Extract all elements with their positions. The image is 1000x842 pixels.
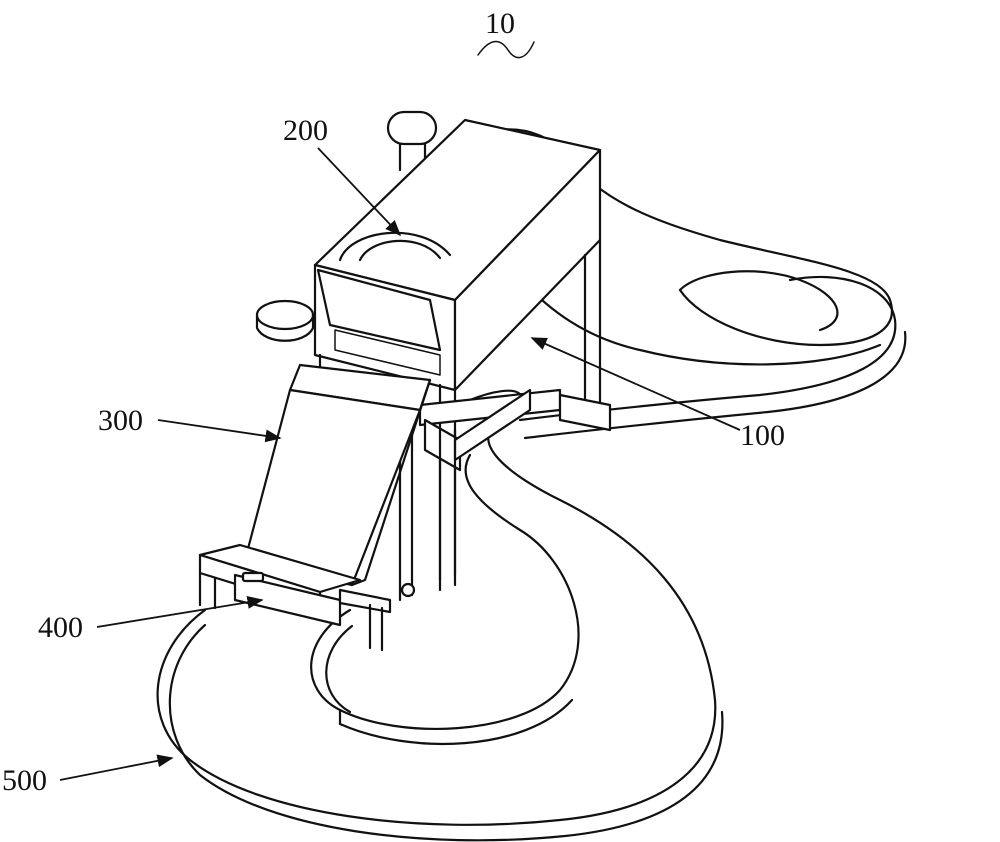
top-knob (386, 110, 438, 146)
side-knob (255, 299, 315, 331)
figure-reference: 10 (477, 7, 535, 59)
label-300: 300 (98, 404, 282, 443)
label-chute: 300 (98, 404, 143, 437)
collector-tray (198, 543, 392, 652)
chute (243, 363, 432, 587)
label-500: 500 (2, 754, 174, 797)
label-100: 100 (530, 337, 785, 452)
label-bin: 200 (283, 114, 328, 147)
figure-number: 10 (485, 7, 515, 40)
frame (255, 110, 612, 602)
label-collector: 400 (38, 611, 83, 644)
wavy-underline (477, 40, 535, 59)
label-track: 500 (2, 764, 47, 797)
label-400: 400 (38, 595, 264, 644)
label-200: 200 (283, 114, 402, 237)
front-flap (316, 268, 442, 352)
label-apparatus: 100 (740, 419, 785, 452)
